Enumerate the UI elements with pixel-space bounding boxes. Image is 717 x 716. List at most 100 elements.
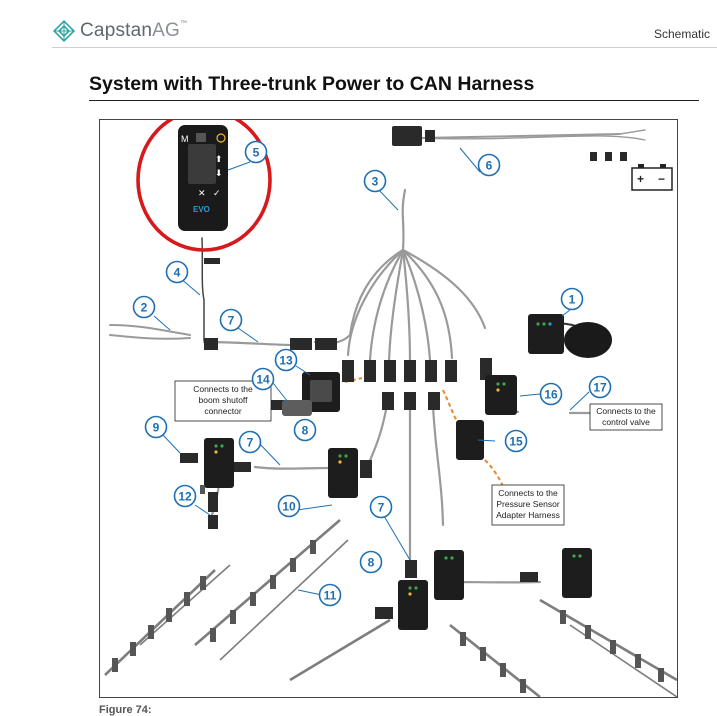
svg-text:boom shutoff: boom shutoff bbox=[199, 395, 249, 405]
schematic-diagram: + − M ⬆ ⬇ ✕ ✓ EVO Connects to the boom s… bbox=[99, 119, 678, 698]
fuse-holder bbox=[605, 152, 612, 161]
callout-12: 12 bbox=[175, 486, 196, 507]
header-divider bbox=[52, 47, 717, 48]
svg-text:7: 7 bbox=[247, 436, 254, 450]
callout-11: 11 bbox=[320, 585, 341, 606]
callout-14: 14 bbox=[253, 369, 274, 390]
harness-connector bbox=[315, 338, 337, 350]
svg-text:6: 6 bbox=[486, 159, 493, 173]
branch-connector bbox=[425, 360, 437, 382]
node-connector bbox=[404, 392, 416, 410]
harness-connector bbox=[204, 338, 218, 350]
svg-text:+: + bbox=[637, 172, 644, 186]
brand-name: CapstanAG™ bbox=[80, 20, 187, 42]
svg-text:7: 7 bbox=[228, 314, 235, 328]
page-title: System with Three-trunk Power to CAN Har… bbox=[89, 73, 534, 96]
svg-text:Connects to the: Connects to the bbox=[596, 406, 656, 416]
harness-connector bbox=[290, 338, 312, 350]
callout-8a: 8 bbox=[295, 420, 316, 441]
svg-text:3: 3 bbox=[372, 175, 379, 189]
power-lead-cable bbox=[110, 335, 190, 339]
svg-text:7: 7 bbox=[378, 501, 385, 515]
module-1 bbox=[528, 314, 564, 354]
drop-connector bbox=[208, 515, 218, 529]
battery-icon: + − bbox=[632, 164, 672, 190]
fuse-holder bbox=[590, 152, 597, 161]
display-connector bbox=[204, 258, 220, 264]
module-leds bbox=[214, 322, 581, 595]
callout-7a: 7 bbox=[221, 310, 242, 331]
node-connector bbox=[233, 462, 251, 472]
callout-16: 16 bbox=[541, 384, 562, 405]
main-connector bbox=[392, 126, 422, 146]
node-cable bbox=[433, 405, 443, 525]
svg-text:⬇: ⬇ bbox=[215, 168, 223, 178]
node-cable bbox=[368, 410, 386, 465]
callout-3: 3 bbox=[365, 171, 386, 192]
svg-text:5: 5 bbox=[253, 146, 260, 160]
node-connector bbox=[520, 572, 538, 582]
svg-text:8: 8 bbox=[368, 556, 375, 570]
callout-15: 15 bbox=[506, 431, 527, 452]
node-module bbox=[562, 548, 592, 598]
node-module-8 bbox=[328, 448, 358, 498]
display-screen bbox=[188, 144, 216, 184]
svg-text:Pressure Sensor: Pressure Sensor bbox=[496, 499, 559, 509]
svg-text:connector: connector bbox=[204, 406, 241, 416]
adapter-14 bbox=[282, 400, 312, 416]
svg-text:✓: ✓ bbox=[213, 188, 221, 198]
node-connector bbox=[382, 392, 394, 410]
svg-text:13: 13 bbox=[279, 354, 293, 368]
svg-text:Connects to the: Connects to the bbox=[193, 384, 253, 394]
evo-display: M ⬆ ⬇ ✕ ✓ EVO bbox=[178, 125, 228, 231]
svg-text:9: 9 bbox=[153, 421, 160, 435]
power-lead-cable bbox=[110, 325, 190, 335]
drop-connector bbox=[208, 492, 218, 512]
callout-7b: 7 bbox=[240, 432, 261, 453]
boom-bar bbox=[290, 620, 390, 680]
callout-6: 6 bbox=[479, 155, 500, 176]
section-label: Schematic bbox=[654, 27, 710, 41]
branch-connector bbox=[445, 360, 457, 382]
svg-text:M: M bbox=[181, 134, 189, 144]
node-connector bbox=[428, 392, 440, 410]
power-connector bbox=[425, 130, 435, 142]
svg-text:4: 4 bbox=[174, 266, 181, 280]
svg-text:1: 1 bbox=[569, 293, 576, 307]
svg-text:14: 14 bbox=[256, 373, 270, 387]
svg-text:Adapter Harness: Adapter Harness bbox=[496, 510, 560, 520]
schematic-svg: + − M ⬆ ⬇ ✕ ✓ EVO Connects to the boom s… bbox=[100, 120, 677, 697]
svg-text:✕: ✕ bbox=[198, 188, 206, 198]
branch-connector bbox=[384, 360, 396, 382]
branch-connector bbox=[364, 360, 376, 382]
capstan-logo-icon bbox=[52, 19, 76, 43]
callout-2: 2 bbox=[134, 297, 155, 318]
svg-text:Connects to the: Connects to the bbox=[498, 488, 558, 498]
svg-text:control valve: control valve bbox=[602, 417, 650, 427]
boom-bar bbox=[105, 570, 215, 675]
svg-text:−: − bbox=[658, 172, 665, 186]
node-module bbox=[434, 550, 464, 600]
antenna bbox=[564, 322, 612, 358]
callout-4: 4 bbox=[167, 262, 188, 283]
terminator bbox=[180, 453, 198, 463]
svg-text:11: 11 bbox=[324, 589, 337, 603]
branch-connector bbox=[404, 360, 416, 382]
trunk-cable bbox=[403, 190, 405, 250]
branch-cable bbox=[389, 250, 403, 362]
module-16 bbox=[485, 375, 517, 415]
node-connector bbox=[375, 607, 393, 619]
power-cable bbox=[620, 130, 645, 134]
svg-text:16: 16 bbox=[544, 388, 558, 402]
node-connector bbox=[405, 560, 417, 578]
svg-text:15: 15 bbox=[509, 435, 523, 449]
callout-9: 9 bbox=[146, 417, 167, 438]
svg-text:12: 12 bbox=[178, 490, 192, 504]
branch-connector bbox=[342, 360, 354, 382]
callout-7c: 7 bbox=[371, 497, 392, 518]
svg-text:EVO: EVO bbox=[193, 205, 210, 214]
node-cable bbox=[255, 467, 330, 469]
node-module bbox=[204, 438, 234, 488]
callout-13: 13 bbox=[276, 350, 297, 371]
svg-text:⬆: ⬆ bbox=[215, 154, 223, 164]
